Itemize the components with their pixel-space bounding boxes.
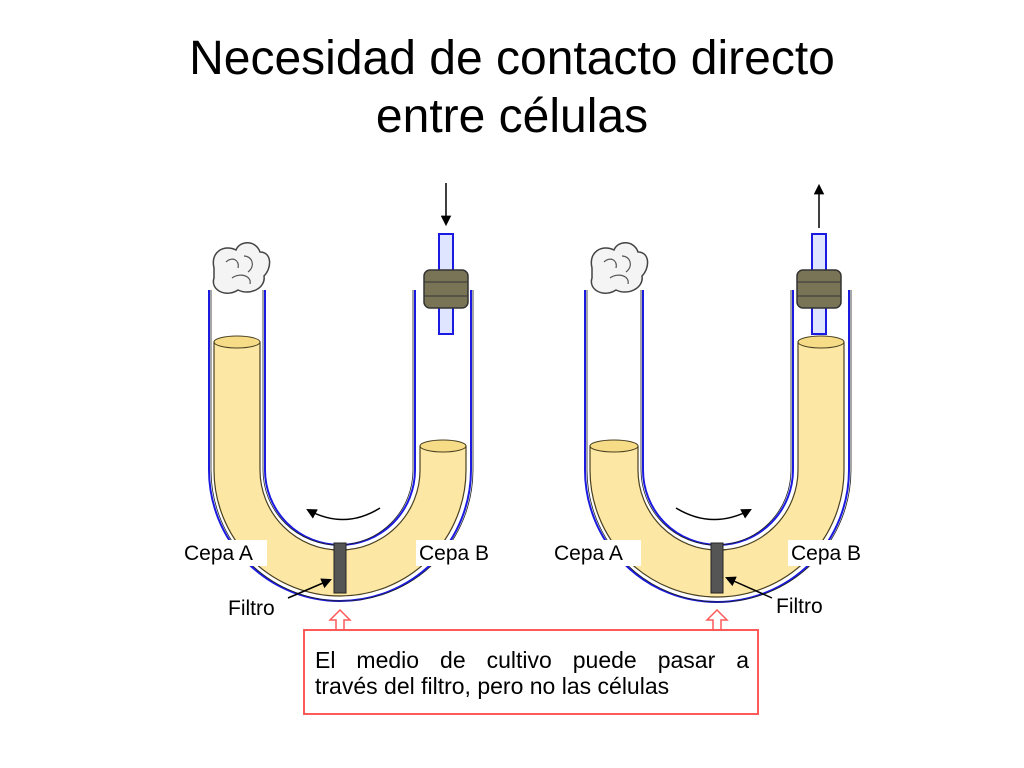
title-line-2: entre células [375, 90, 649, 143]
explanation-callout: El medio de cultivo puede pasar a través… [303, 629, 759, 715]
right-label-filtro: Filtro [776, 595, 823, 618]
right-tube-inner-wall [642, 290, 794, 546]
right-circulation-arrow [675, 507, 752, 521]
left-apparatus: Cepa A Cepa B Filtro [181, 183, 504, 632]
right-red-pointer-icon [705, 608, 729, 632]
right-culture-medium [589, 341, 845, 598]
callout-line-1: El medio de cultivo puede pasar a [315, 647, 749, 673]
right-stopper-icon [796, 233, 842, 335]
right-label-cepa-b: Cepa B [791, 542, 861, 565]
title-line-1: Necesidad de contacto directo [189, 32, 835, 85]
left-culture-medium [213, 341, 467, 597]
left-filter [333, 542, 347, 594]
left-cotton-plug-icon [212, 242, 271, 294]
right-meniscus-b [797, 335, 845, 349]
right-filter-pointer [725, 576, 773, 599]
left-label-cepa-a: Cepa A [184, 542, 253, 565]
right-label-cepa-a: Cepa A [554, 542, 623, 565]
left-tube-inner-wall [264, 290, 416, 546]
left-stopper-icon [423, 233, 469, 335]
slide-title: Necesidad de contacto directo entre célu… [0, 30, 1024, 146]
left-red-pointer-icon [328, 608, 352, 632]
left-label-cepa-b: Cepa B [419, 542, 489, 565]
left-meniscus-b [419, 439, 467, 453]
left-filter-pointer [287, 578, 332, 599]
left-circulation-arrow [306, 507, 381, 521]
left-label-filtro: Filtro [228, 597, 275, 620]
right-cotton-plug-icon [590, 242, 649, 294]
left-meniscus-a [213, 335, 261, 349]
right-filter [710, 542, 724, 594]
callout-line-2: través del filtro, pero no las células [315, 673, 670, 699]
right-apparatus: Cepa A Cepa B Filtro [551, 183, 878, 632]
right-meniscus-a [589, 439, 639, 453]
